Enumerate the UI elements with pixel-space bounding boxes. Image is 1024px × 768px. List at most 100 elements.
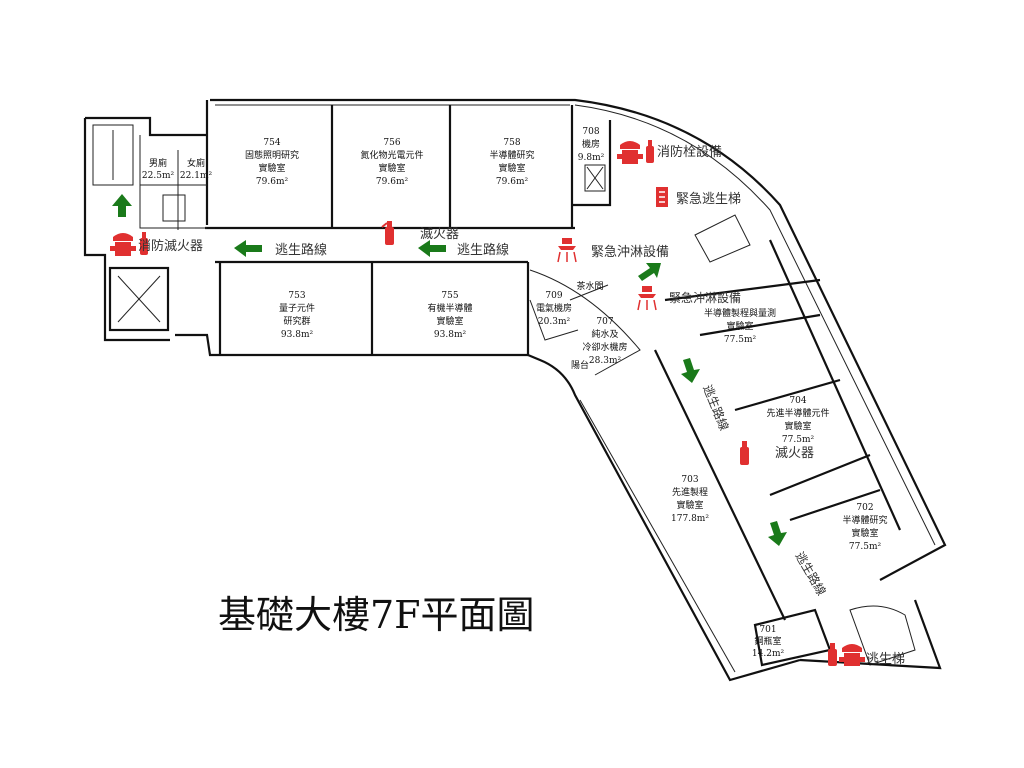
svg-text:79.6m²: 79.6m² xyxy=(256,177,289,187)
exit-route-label: 逃生路線 xyxy=(457,242,509,258)
room-707: 707 純水及 冷卻水機房 28.3m² xyxy=(582,317,627,366)
room-755: 755 有機半導體 實驗室 93.8m² xyxy=(427,291,472,340)
svg-text:758: 758 xyxy=(503,138,520,148)
room-758: 758 半導體研究 實驗室 79.6m² xyxy=(489,138,534,187)
svg-text:709: 709 xyxy=(545,291,562,301)
svg-text:755: 755 xyxy=(441,291,458,301)
exit-arrow-upright-icon xyxy=(638,263,661,281)
fire-hydrant-icon xyxy=(110,233,136,256)
fire-extinguisher-icon xyxy=(828,643,837,666)
svg-text:冷卻水機房: 冷卻水機房 xyxy=(582,341,627,353)
svg-text:702: 702 xyxy=(856,503,873,513)
svg-text:77.5m²: 77.5m² xyxy=(724,335,757,345)
fire-extinguisher-label: 消防滅火器 xyxy=(138,238,203,254)
emergency-shower-label: 緊急沖淋設備 xyxy=(669,290,741,305)
svg-text:實驗室: 實驗室 xyxy=(498,162,525,174)
building-walls xyxy=(83,98,947,682)
svg-text:707: 707 xyxy=(596,317,613,327)
svg-text:陽台: 陽台 xyxy=(571,359,589,371)
svg-text:氮化物光電元件: 氮化物光電元件 xyxy=(360,149,423,161)
svg-text:701: 701 xyxy=(759,625,776,635)
exit-arrow-left-icon xyxy=(418,240,446,257)
svg-text:半導體研究: 半導體研究 xyxy=(842,514,887,526)
svg-text:77.5m²: 77.5m² xyxy=(782,435,815,445)
map-title: 基礎大樓7F平面圖 xyxy=(218,593,535,637)
exit-arrow-up-icon xyxy=(112,194,132,217)
svg-text:79.6m²: 79.6m² xyxy=(376,177,409,187)
svg-text:有機半導體: 有機半導體 xyxy=(427,302,472,314)
room-balcony: 陽台 xyxy=(571,359,589,371)
svg-text:實驗室: 實驗室 xyxy=(258,162,285,174)
svg-text:女廁: 女廁 xyxy=(187,157,205,169)
exit-route-label: 逃生路線 xyxy=(700,383,732,433)
emergency-cabinet-icon xyxy=(656,187,668,207)
emergency-shower-icon xyxy=(557,238,577,263)
svg-text:男廁: 男廁 xyxy=(149,157,167,169)
fire-extinguisher-icon xyxy=(381,221,394,245)
svg-text:鋼瓶室: 鋼瓶室 xyxy=(754,635,781,647)
svg-text:先進製程: 先進製程 xyxy=(672,486,708,498)
room-men: 男廁 22.5m² xyxy=(142,157,175,181)
room-753: 753 量子元件 研究群 93.8m² xyxy=(279,291,315,340)
extinguisher-label: 滅火器 xyxy=(420,227,459,242)
room-756: 756 氮化物光電元件 實驗室 79.6m² xyxy=(360,138,423,187)
exit-arrow-down-icon xyxy=(681,358,700,383)
exit-route-label: 逃生路線 xyxy=(275,242,327,258)
svg-text:93.8m²: 93.8m² xyxy=(434,330,467,340)
svg-text:實驗室: 實驗室 xyxy=(851,527,878,539)
svg-text:708: 708 xyxy=(582,127,599,137)
svg-text:實驗室: 實驗室 xyxy=(676,499,703,511)
room-709: 709 電氣機房 20.3m² xyxy=(536,291,572,327)
svg-text:703: 703 xyxy=(681,475,698,485)
room-701: 701 鋼瓶室 14.2m² xyxy=(752,625,785,659)
room-tea: 茶水間 xyxy=(576,280,603,292)
fire-extinguisher-icon xyxy=(646,140,654,163)
svg-text:電氣機房: 電氣機房 xyxy=(536,302,572,314)
room-706: 半導體製程與量測 實驗室 77.5m² xyxy=(704,307,776,345)
svg-text:753: 753 xyxy=(288,291,305,301)
emergency-stair-label: 緊急逃生梯 xyxy=(676,192,741,207)
emergency-stair-label: 逃生梯 xyxy=(866,652,905,667)
exit-arrow-down-icon xyxy=(768,521,787,546)
svg-text:177.8m²: 177.8m² xyxy=(671,514,709,524)
svg-text:756: 756 xyxy=(383,138,400,148)
svg-text:實驗室: 實驗室 xyxy=(726,320,753,332)
room-704: 704 先進半導體元件 實驗室 77.5m² xyxy=(766,396,829,445)
svg-text:754: 754 xyxy=(263,138,280,148)
exit-route-label: 逃生路線 xyxy=(792,549,829,598)
emergency-shower-label: 緊急沖淋設備 xyxy=(591,244,669,260)
fire-hydrant-icon xyxy=(839,644,865,666)
fire-hydrant-icon xyxy=(617,141,643,164)
svg-text:固態照明研究: 固態照明研究 xyxy=(245,149,299,161)
svg-text:半導體製程與量測: 半導體製程與量測 xyxy=(704,307,776,319)
svg-text:茶水間: 茶水間 xyxy=(576,280,603,292)
svg-text:實驗室: 實驗室 xyxy=(436,315,463,327)
svg-text:93.8m²: 93.8m² xyxy=(281,330,314,340)
fire-hydrant-label: 消防栓設備 xyxy=(657,144,722,160)
svg-text:實驗室: 實驗室 xyxy=(378,162,405,174)
svg-text:14.2m²: 14.2m² xyxy=(752,649,785,659)
room-708: 708 機房 9.8m² xyxy=(578,127,605,163)
room-702: 702 半導體研究 實驗室 77.5m² xyxy=(842,503,887,552)
room-women: 女廁 22.1m² xyxy=(180,157,213,181)
svg-text:機房: 機房 xyxy=(582,138,600,150)
exit-arrow-left-icon xyxy=(234,240,262,257)
svg-text:量子元件: 量子元件 xyxy=(279,302,315,314)
svg-text:9.8m²: 9.8m² xyxy=(578,153,605,163)
svg-text:研究群: 研究群 xyxy=(283,315,310,327)
svg-text:77.5m²: 77.5m² xyxy=(849,542,882,552)
fire-extinguisher-icon xyxy=(740,441,749,465)
svg-text:79.6m²: 79.6m² xyxy=(496,177,529,187)
fire-extinguisher-icon xyxy=(140,232,148,255)
svg-text:22.1m²: 22.1m² xyxy=(180,171,213,181)
svg-text:實驗室: 實驗室 xyxy=(784,420,811,432)
svg-text:20.3m²: 20.3m² xyxy=(538,317,571,327)
emergency-shower-icon xyxy=(637,286,657,311)
svg-text:先進半導體元件: 先進半導體元件 xyxy=(766,407,829,419)
svg-text:22.5m²: 22.5m² xyxy=(142,171,175,181)
svg-text:704: 704 xyxy=(789,396,806,406)
svg-text:純水及: 純水及 xyxy=(591,328,618,340)
svg-text:28.3m²: 28.3m² xyxy=(589,356,622,366)
room-754: 754 固態照明研究 實驗室 79.6m² xyxy=(245,138,299,187)
